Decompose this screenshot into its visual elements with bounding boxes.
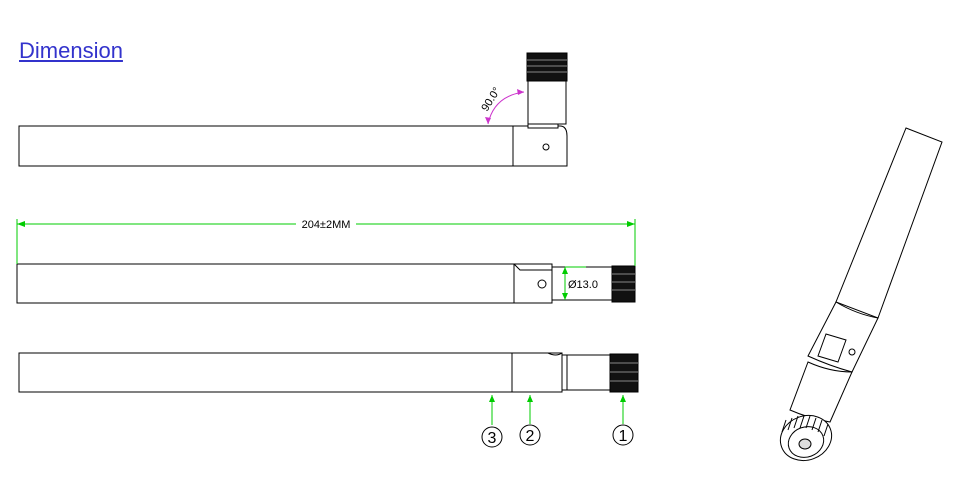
side-view-dimensioned: [16, 263, 636, 304]
knurled-nut: [609, 353, 639, 393]
hinge-housing: [511, 352, 563, 393]
diameter-dimension: [562, 266, 586, 300]
leader-1-arrow: [620, 395, 626, 402]
perspective-hinge-window: [817, 333, 847, 363]
knurl-lines: [610, 362, 638, 382]
perspective-hinge-pin: [848, 348, 856, 356]
callout-3-label: 3: [488, 430, 497, 447]
antenna-body: [18, 352, 513, 393]
hinge-notch: [513, 263, 552, 271]
leader-2-arrow: [527, 395, 533, 402]
callout-leaders: [489, 395, 626, 425]
connector-sleeve: [527, 79, 567, 125]
hinge-pin: [537, 279, 547, 289]
perspective-sleeve: [789, 361, 853, 423]
antenna-body: [18, 125, 514, 167]
knurl-lines: [527, 59, 567, 73]
callout-circle-3: [481, 426, 503, 448]
callout-circle-2: [519, 424, 541, 446]
perspective-connector-pin: [798, 438, 812, 450]
angle-annotation: 90.0°: [479, 85, 525, 125]
perspective-body: [835, 127, 943, 319]
callout-circle-1: [612, 424, 634, 446]
length-dimension: [16, 219, 636, 266]
perspective-knurl: [781, 415, 829, 437]
knurl-lines: [612, 273, 635, 291]
connector-sleeve: [561, 354, 613, 391]
arrow-right: [627, 221, 635, 227]
hinge-pin: [542, 143, 550, 151]
callout-1-label: 1: [619, 428, 628, 445]
angle-label: 90.0°: [479, 85, 503, 113]
perspective-view: [779, 127, 943, 462]
hinge-edge: [547, 352, 563, 356]
leader-3-arrow: [489, 395, 495, 402]
hinge-housing: [512, 125, 568, 167]
diameter-label: Ø13.0: [568, 279, 598, 291]
knurled-nut: [611, 265, 636, 303]
hinge-housing: [513, 263, 553, 304]
callout-2-label: 2: [526, 428, 535, 445]
side-view-bent: [18, 52, 568, 167]
arrow-left: [17, 221, 25, 227]
callout-bubbles: [481, 424, 634, 448]
angle-arrow-tail: [485, 117, 491, 124]
antenna-body: [16, 263, 515, 304]
length-label: 204±2MM: [302, 219, 351, 231]
diameter-arrow-top: [562, 267, 568, 274]
dimension-heading-link[interactable]: Dimension: [19, 38, 123, 63]
diameter-arrow-bottom: [562, 293, 568, 300]
knurled-nut: [526, 52, 568, 82]
side-view-parts: [18, 352, 639, 393]
angle-arrow-head: [517, 89, 524, 95]
